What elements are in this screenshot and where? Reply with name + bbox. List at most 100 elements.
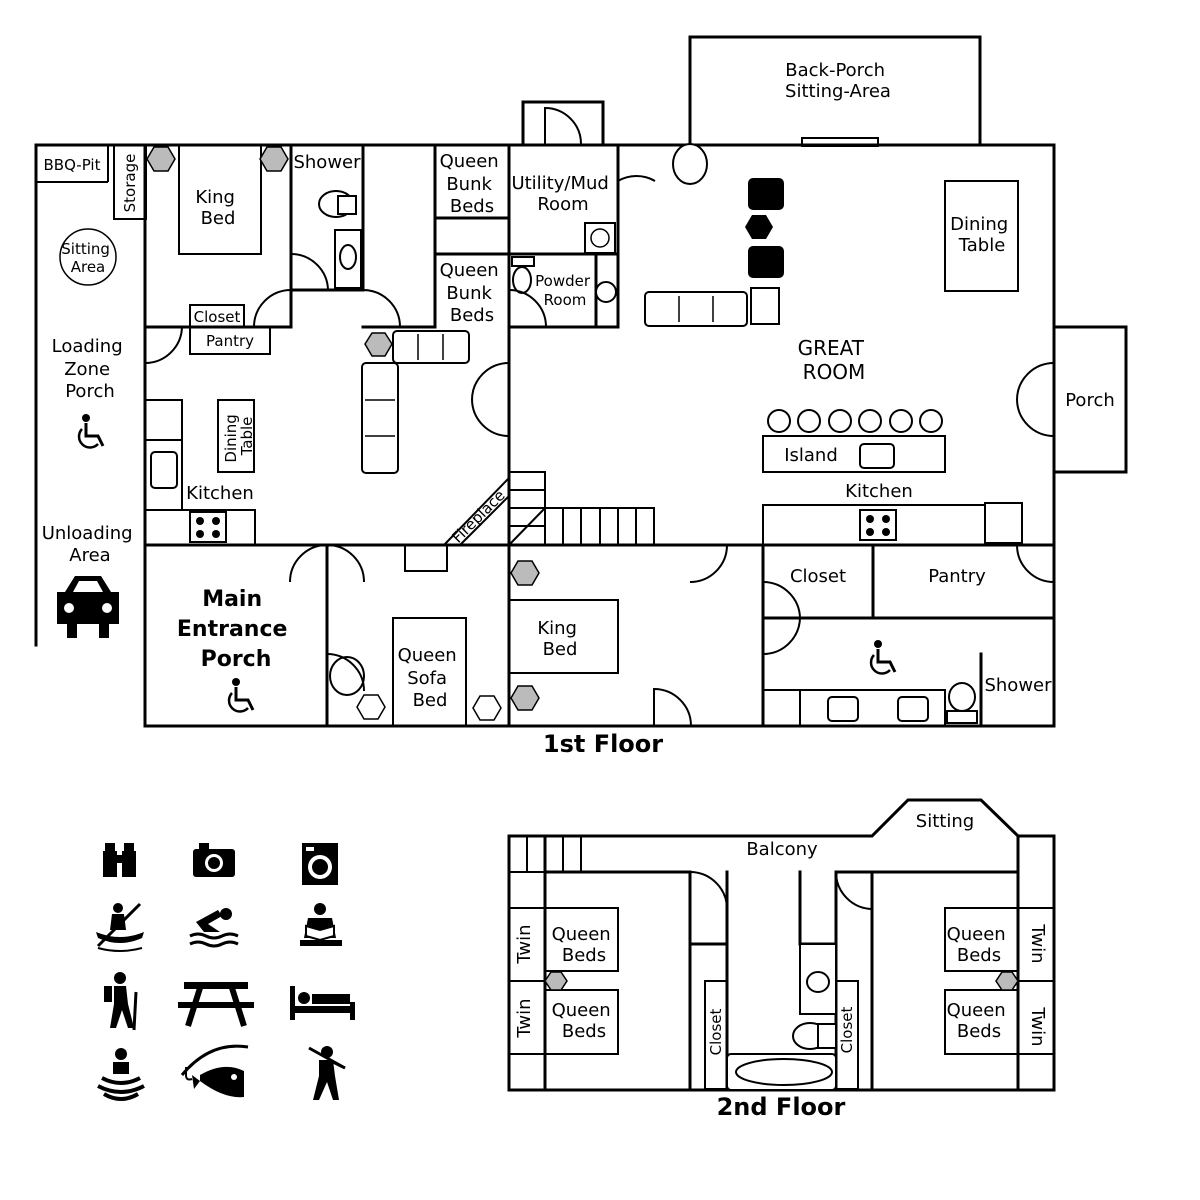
back-porch-label: Back-Porch Sitting-Area <box>785 60 891 102</box>
sofa-side <box>361 362 399 474</box>
powder-label: Powder Room <box>535 272 595 309</box>
great-dining-label: Dining Table <box>950 214 1014 256</box>
shower-2-label: Shower <box>984 675 1052 696</box>
first-floor: Back-Porch Sitting-Area <box>34 35 1128 758</box>
queen-beds-1-label: Queen Beds <box>552 924 617 966</box>
fireplace-label: Fireplace <box>448 486 508 546</box>
camera-icon <box>193 843 235 877</box>
king-bed-2-label: King Bed <box>537 618 582 660</box>
queen-beds-4-label: Queen Beds <box>947 1000 1012 1042</box>
queen-bed-1 <box>544 907 619 972</box>
island-label: Island <box>784 445 838 466</box>
wheelchair-icon <box>77 414 105 449</box>
twin-1-label: Twin <box>514 924 535 964</box>
swimming-icon <box>189 908 239 948</box>
hot-tub-icon <box>97 1048 145 1101</box>
first-floor-outer-wall <box>143 143 1056 728</box>
doors <box>144 175 1055 727</box>
stove-burner <box>882 515 890 523</box>
stairs-lower <box>509 507 655 545</box>
bbq-label: BBQ-Pit <box>44 156 101 174</box>
great-room-chair <box>672 143 708 185</box>
hiking-icon <box>104 972 138 1031</box>
sitting-label: Sitting <box>916 811 974 832</box>
sofa-room-chair <box>329 656 365 696</box>
nightstand-hex <box>510 560 540 586</box>
great-room-label: GREAT ROOM <box>798 336 871 384</box>
stairs-lower-steps <box>562 508 637 545</box>
utility-entry-door <box>544 106 582 145</box>
side-table-hex <box>745 215 773 239</box>
stove-burner <box>882 528 890 536</box>
kitchen-small-stove <box>189 511 227 543</box>
sofa-top <box>392 330 470 364</box>
amenity-icons <box>96 843 355 1101</box>
utility-sink-basin <box>590 228 610 248</box>
kayak-icon <box>96 902 144 952</box>
stairs-diagonal <box>508 507 546 546</box>
pantry-1-label: Pantry <box>206 332 254 350</box>
queen-bunk-2-label: Queen Bunk Beds <box>440 260 505 326</box>
storage-room <box>113 144 147 220</box>
closet-left-box <box>704 980 728 1090</box>
sofa-side-cushions <box>365 399 395 437</box>
stove-burner <box>212 530 220 538</box>
king-bed-2 <box>508 599 619 674</box>
utility-label: Utility/Mud Room <box>511 173 614 215</box>
small-dining-table <box>217 399 255 473</box>
sofa-cushions <box>417 334 444 360</box>
island-stools <box>767 409 943 433</box>
nightstand-hex <box>146 146 176 172</box>
binoculars-icon <box>103 843 136 877</box>
nightstand-hex <box>544 971 568 991</box>
wheelchair-icon <box>869 640 897 675</box>
car-icon <box>57 576 119 638</box>
second-floor-title: 2nd Floor <box>717 1093 846 1121</box>
island <box>762 435 946 473</box>
nightstand-hex <box>510 685 540 711</box>
hall-left <box>688 870 729 946</box>
small-dining-label: Dining Table <box>222 409 256 462</box>
second-floor: Sitting Balcony Queen Beds Queen Beds Qu… <box>507 798 1056 1121</box>
closet-1-label: Closet <box>194 308 241 326</box>
twin-4-label: Twin <box>1027 1006 1048 1046</box>
nightstand-hex <box>259 146 289 172</box>
loading-zone-label: Loading Zone Porch <box>52 336 129 402</box>
end-table-hex <box>364 332 393 357</box>
fridge-small <box>145 399 183 441</box>
bath-sink <box>827 696 859 722</box>
king-bed-1 <box>178 144 262 255</box>
nightstand-hex <box>995 971 1019 991</box>
king-bed-1-label: King Bed <box>195 187 240 229</box>
queen-bed-3 <box>944 907 1019 972</box>
bath-counter <box>763 689 946 726</box>
main-entrance-label: Main Entrance Porch <box>177 587 295 672</box>
balcony-label: Balcony <box>746 839 818 860</box>
great-kitchen-stove <box>859 509 897 541</box>
queen-bunk-1-label: Queen Bunk Beds <box>440 151 505 217</box>
fireplace-front <box>443 477 510 546</box>
queen-sofa-label: Queen Sofa Bed <box>398 645 463 711</box>
porch-label: Porch <box>1065 390 1115 411</box>
bath-toilet <box>948 682 976 712</box>
bath-2-sink <box>806 971 830 993</box>
closet-right-label: Closet <box>838 1007 856 1054</box>
queen-bed-4 <box>944 989 1019 1055</box>
stairs-upper <box>509 471 546 545</box>
utility-sink <box>584 222 616 254</box>
toilet-1-tank <box>337 195 357 215</box>
powder-toilet <box>512 266 532 294</box>
pantry-2-label: Pantry <box>928 566 986 587</box>
queen-beds-2-label: Queen Beds <box>552 1000 617 1042</box>
stove-burner <box>212 517 220 525</box>
bath-toilet-tank <box>946 710 978 724</box>
shower-1-label: Shower <box>293 152 361 173</box>
pantry-1-box <box>189 326 271 355</box>
kitchen-small-label: Kitchen <box>186 483 254 504</box>
unloading-label: Unloading Area <box>42 523 139 566</box>
storage-label: Storage <box>121 154 139 213</box>
queen-sofa-bed <box>392 617 467 727</box>
utility-entry-outline <box>521 100 605 147</box>
great-room-sofa <box>644 291 748 327</box>
